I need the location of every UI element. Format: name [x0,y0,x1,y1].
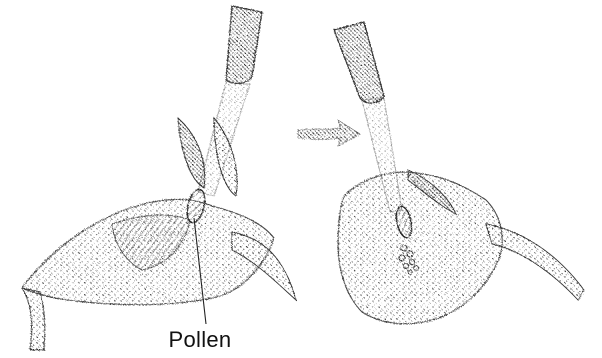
left-flower-sepal-left [178,118,205,188]
right-flower-stem [486,224,584,300]
right-flower-body [338,172,502,324]
right-tool-upper [334,22,384,103]
pollen-label: Pollen [150,327,250,353]
left-panel [22,6,296,350]
left-tool-upper [226,6,262,83]
left-flower-stem [22,288,45,350]
right-arrow-icon [298,120,360,146]
right-panel [334,22,584,324]
